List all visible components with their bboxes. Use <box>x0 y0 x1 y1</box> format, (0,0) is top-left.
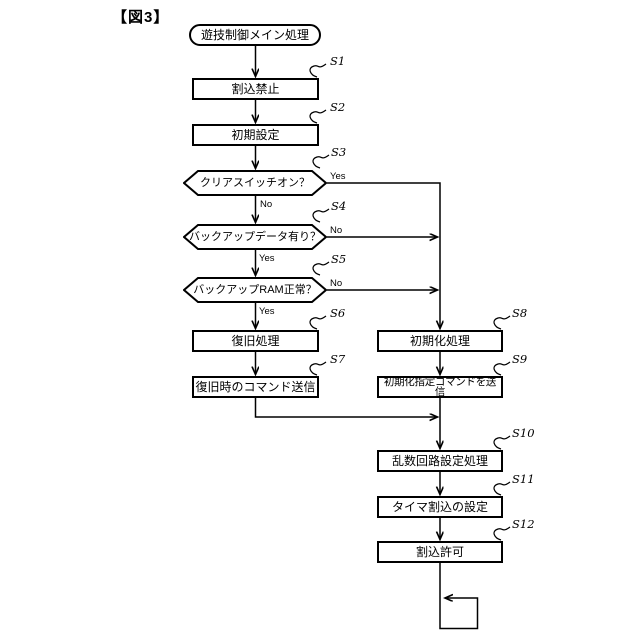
step-label-s2: S2 <box>330 100 346 114</box>
leader-squiggle-s11 <box>493 481 511 496</box>
process-s6: 復旧処理 <box>192 330 319 352</box>
leader-squiggle-s6 <box>309 315 327 330</box>
leader-squiggle-s5 <box>312 261 330 276</box>
process-s6-label: 復旧処理 <box>231 334 280 348</box>
process-s9-label: 初期化指定コマンドを送信 <box>383 375 497 398</box>
decision-s3: クリアスイッチオン？ <box>183 170 327 196</box>
leader-squiggle-s10 <box>493 435 511 450</box>
decision-s5: バックアップRAM正常？ <box>183 277 327 303</box>
loop-back-arrow <box>439 563 479 630</box>
hexagon-shape <box>183 170 327 196</box>
decision-s4-label: バックアップデータ有り？ <box>189 230 321 243</box>
step-label-s11: S11 <box>512 472 535 486</box>
hexagon-shape <box>183 277 327 303</box>
branch-label-s4-no: No <box>330 225 343 236</box>
step-label-s4: S4 <box>331 199 347 213</box>
leader-squiggle-s3 <box>312 154 330 169</box>
terminal-start: 遊技制御メイン処理 <box>189 24 321 46</box>
process-s10: 乱数回路設定処理 <box>377 450 503 472</box>
leader-squiggle-s2 <box>309 109 327 124</box>
figure-label: 【図3】 <box>112 9 170 26</box>
terminal-start-label: 遊技制御メイン処理 <box>200 28 309 42</box>
process-s11-label: タイマ割込の設定 <box>391 500 488 514</box>
step-label-s1: S1 <box>330 54 346 68</box>
branch-label-s5-no: No <box>330 278 343 289</box>
leader-squiggle-s4 <box>312 208 330 223</box>
process-s12: 割込許可 <box>377 541 503 563</box>
step-label-s5: S5 <box>331 252 347 266</box>
process-s1: 割込禁止 <box>192 78 319 100</box>
process-s8: 初期化処理 <box>377 330 503 352</box>
process-s10-label: 乱数回路設定処理 <box>391 454 488 468</box>
leader-squiggle-s8 <box>493 315 511 330</box>
process-s2: 初期設定 <box>192 124 319 146</box>
process-s7-label: 復旧時のコマンド送信 <box>195 380 316 394</box>
branch-label-s3-no: No <box>260 199 273 210</box>
step-label-s6: S6 <box>330 306 346 320</box>
process-s7: 復旧時のコマンド送信 <box>192 376 319 398</box>
branch-label-s5-yes: Yes <box>259 306 275 317</box>
leader-squiggle-s1 <box>309 63 327 78</box>
leader-squiggle-s7 <box>309 361 327 376</box>
step-label-s3: S3 <box>331 145 347 159</box>
arrow-s7-to-merge <box>254 398 438 417</box>
process-s12-label: 割込許可 <box>415 545 464 559</box>
process-s2-label: 初期設定 <box>231 128 280 142</box>
line-s3-yes-to-s8 <box>327 182 440 329</box>
process-s11: タイマ割込の設定 <box>377 496 503 518</box>
step-label-s8: S8 <box>512 306 528 320</box>
decision-s5-label: バックアップRAM正常？ <box>193 283 317 296</box>
process-s1-label: 割込禁止 <box>231 82 280 96</box>
process-s8-label: 初期化処理 <box>409 334 470 348</box>
step-label-s10: S10 <box>512 426 535 440</box>
branch-label-s4-yes: Yes <box>259 253 275 264</box>
step-label-s9: S9 <box>512 352 528 366</box>
step-label-s7: S7 <box>330 352 346 366</box>
hexagon-shape <box>183 224 327 250</box>
branch-label-s3-yes: Yes <box>330 171 346 182</box>
process-s9: 初期化指定コマンドを送信 <box>377 376 503 398</box>
decision-s3-label: クリアスイッチオン？ <box>200 176 310 189</box>
step-label-s12: S12 <box>512 517 535 531</box>
leader-squiggle-s9 <box>493 361 511 376</box>
leader-squiggle-s12 <box>493 526 511 541</box>
decision-s4: バックアップデータ有り？ <box>183 224 327 250</box>
